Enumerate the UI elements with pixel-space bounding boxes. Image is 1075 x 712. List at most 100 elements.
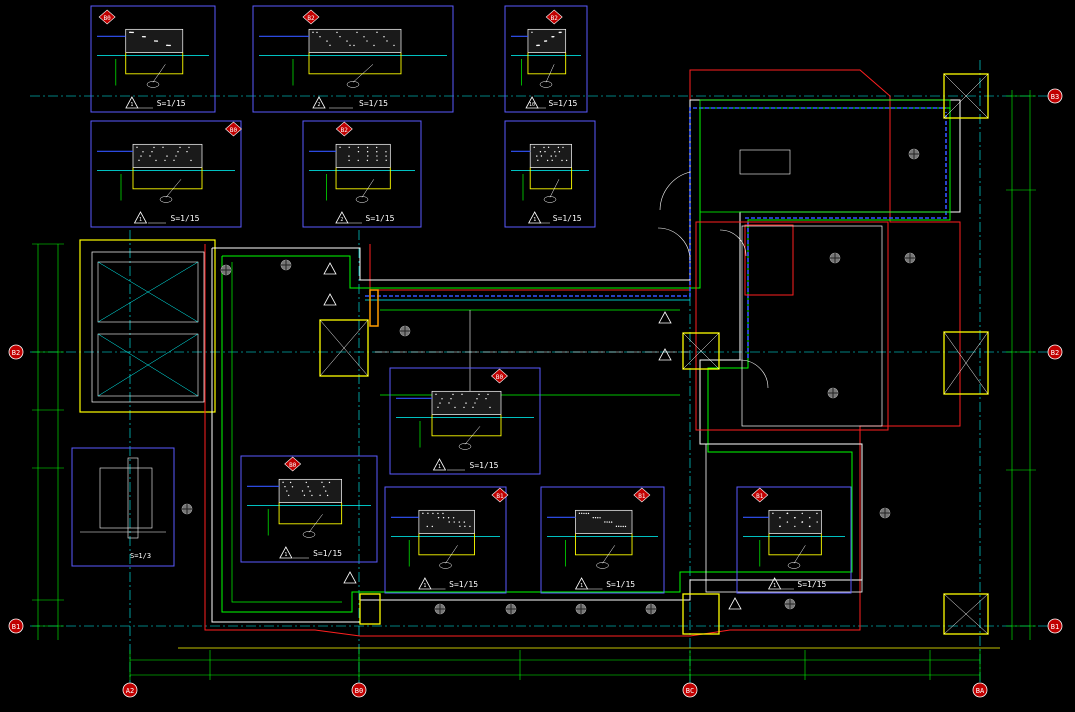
main-walls [211, 99, 961, 623]
detail-number-mark-11 [767, 577, 782, 590]
slab-aggregate [793, 517, 796, 519]
slab-aggregate [565, 159, 568, 162]
slab-aggregate [458, 521, 460, 523]
slab-aggregate [620, 525, 622, 528]
detail-number-mark-8 [279, 546, 293, 559]
slab-aggregate [465, 402, 467, 404]
detail-frame-7 [389, 367, 541, 475]
slab-aggregate [173, 159, 175, 162]
section-mark [343, 571, 357, 584]
detail-scale-8: S=1/15 [313, 549, 342, 558]
slab-aggregate [376, 151, 378, 153]
slab-aggregate [376, 159, 378, 162]
slab-aggregate [547, 146, 550, 149]
slab-aggregate [366, 151, 369, 153]
slab-aggregate [561, 159, 563, 162]
slab-aggregate [346, 40, 348, 42]
slab-aggregate [153, 146, 155, 149]
slab-aggregate [291, 486, 294, 488]
detail-scale-9: S=1/15 [449, 580, 478, 589]
slab-aggregate [348, 155, 350, 157]
detail-slab-9 [418, 509, 475, 534]
column-x [319, 319, 369, 377]
slab-aggregate [472, 406, 474, 409]
slab-aggregate [555, 155, 557, 157]
detail-bubble-2-label: B2 [307, 15, 315, 22]
slab-aggregate [557, 146, 560, 149]
slab-aggregate [303, 494, 306, 497]
slab-aggregate [454, 406, 456, 409]
detail-leader [549, 179, 560, 198]
slab-aggregate [816, 512, 818, 515]
slab-aggregate [606, 521, 608, 523]
detail-frame-10 [540, 486, 665, 594]
stair-core-outer [79, 239, 216, 413]
detail-number-5: 2 [340, 217, 343, 223]
slab-aggregate [786, 521, 789, 523]
slab-aggregate [476, 398, 478, 400]
slab-aggregate [452, 517, 455, 519]
ceiling-line-green-2 [231, 262, 342, 603]
slab-aggregate [618, 525, 620, 528]
detail-frame-1 [90, 5, 216, 113]
detail-number-mark-2 [312, 96, 326, 109]
detail-leader [352, 64, 374, 83]
slab-aggregate [432, 512, 434, 515]
slab-aggregate [326, 494, 329, 497]
detail-frame-2 [252, 5, 454, 113]
slab-aggregate [786, 512, 788, 515]
detail-bubble-4-label: B0 [230, 127, 238, 134]
slab-aggregate [581, 512, 583, 515]
detail-bubble-1-marker [98, 9, 116, 25]
detail-leader-end [346, 81, 360, 88]
slab-aggregate [448, 521, 450, 523]
detail-bubble-8-marker [284, 456, 302, 472]
slab-aggregate [366, 159, 369, 162]
detail-bubble-5-marker [335, 121, 353, 137]
detail-leader [165, 179, 182, 198]
slab-aggregate [487, 393, 489, 396]
slab-aggregate [385, 155, 387, 157]
detail-frame-side [71, 447, 175, 567]
slab-aggregate [356, 31, 358, 34]
detail-number-1: 1 [130, 102, 133, 108]
detail-frame-yellow-3 [527, 52, 567, 75]
slab-aggregate [474, 402, 476, 404]
slab-aggregate [393, 44, 395, 47]
slab-aggregate [376, 31, 378, 34]
slab-aggregate [367, 155, 369, 157]
slab-aggregate [289, 481, 292, 484]
column-x [943, 593, 989, 635]
slab-aggregate [624, 525, 627, 528]
detail-frame-yellow-9 [418, 533, 475, 556]
detail-frame-3 [504, 5, 588, 113]
grid-bubble-b0-label: B0 [355, 687, 363, 695]
detail-frame-yellow-2 [308, 52, 402, 75]
detail-frame-yellow-4 [132, 167, 203, 190]
detail-scale-2: S=1/15 [359, 99, 388, 108]
slab-aggregate [426, 525, 428, 528]
detail-number-8: 1 [284, 552, 287, 558]
slab-aggregate [597, 517, 599, 519]
detail-leader-end [302, 531, 316, 538]
detail-scale-4: S=1/15 [171, 214, 200, 223]
grid-bubble-b2-left-label: B2 [12, 349, 20, 357]
dimension-lines [32, 90, 1036, 680]
detail-leader-end [355, 196, 369, 203]
slab-aggregate [442, 517, 445, 519]
detail-leader [545, 64, 555, 83]
slab-aggregate [357, 150, 360, 153]
slab-aggregate [162, 146, 164, 149]
grid-bubble-b1-left-label: B1 [12, 623, 20, 631]
detail-slab-2 [308, 28, 402, 53]
slab-aggregate [599, 517, 601, 519]
slab-aggregate [431, 525, 433, 528]
detail-slab-5 [335, 143, 391, 168]
slab-aggregate [376, 155, 378, 157]
slab-aggregate [319, 36, 321, 38]
detail-leader-end [159, 196, 173, 203]
slab-aggregate [149, 155, 151, 157]
detail-scale-11: S=1/15 [797, 580, 826, 589]
